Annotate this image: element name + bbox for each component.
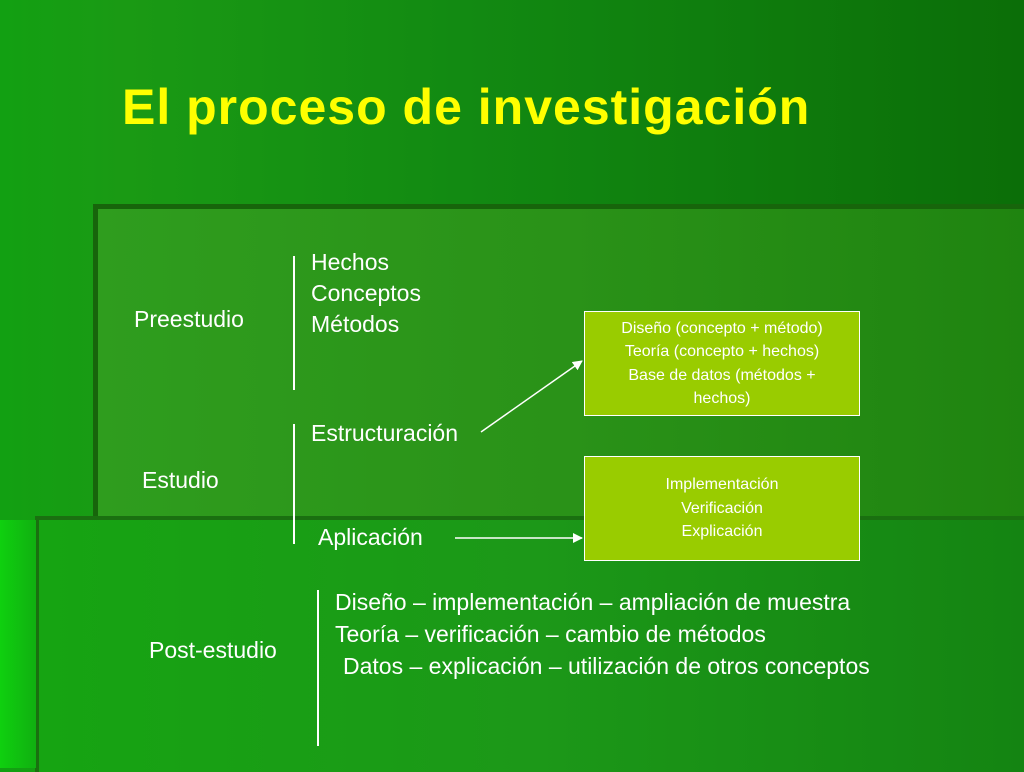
design-box-line: Diseño (concepto + método) bbox=[621, 319, 823, 337]
post-estudio-item: Teoría – verificación – cambio de método… bbox=[335, 621, 766, 647]
bracket-line-post-estudio bbox=[317, 590, 319, 746]
estudio-item-aplicacion: Aplicación bbox=[318, 524, 423, 550]
post-estudio-item: Diseño – implementación – ampliación de … bbox=[335, 589, 851, 615]
implementation-box-line: Explicación bbox=[681, 523, 763, 541]
implementation-box-line: Verificación bbox=[681, 499, 763, 517]
bracket-line-estudio bbox=[293, 424, 295, 544]
design-theory-box: Diseño (concepto + método) Teoría (conce… bbox=[584, 311, 860, 416]
design-box-line: Teoría (concepto + hechos) bbox=[624, 343, 820, 360]
design-box-line: Base de datos (métodos + bbox=[628, 366, 816, 384]
estudio-item-estructuracion: Estructuración bbox=[311, 420, 459, 446]
preestudio-list: Hechos Conceptos Métodos bbox=[311, 247, 421, 340]
arrow-estructuracion-to-design bbox=[480, 360, 583, 433]
bracket-line-preestudio bbox=[293, 256, 295, 390]
design-box-line: hechos) bbox=[693, 390, 751, 407]
stage-label-post-estudio: Post-estudio bbox=[149, 637, 277, 663]
decorative-strip bbox=[0, 520, 36, 768]
stage-label-estudio: Estudio bbox=[142, 467, 219, 493]
decorative-panel-upper bbox=[93, 204, 1024, 529]
stage-label-preestudio: Preestudio bbox=[134, 306, 244, 332]
preestudio-item: Conceptos bbox=[311, 280, 421, 306]
implementation-box-line: Implementación bbox=[665, 476, 779, 494]
slide-title: El proceso de investigación bbox=[122, 79, 811, 135]
post-estudio-item: Datos – explicación – utilización de otr… bbox=[343, 653, 870, 679]
implementation-box: Implementación Verificación Explicación bbox=[584, 456, 860, 561]
preestudio-item: Métodos bbox=[311, 311, 400, 337]
preestudio-item: Hechos bbox=[311, 249, 389, 275]
